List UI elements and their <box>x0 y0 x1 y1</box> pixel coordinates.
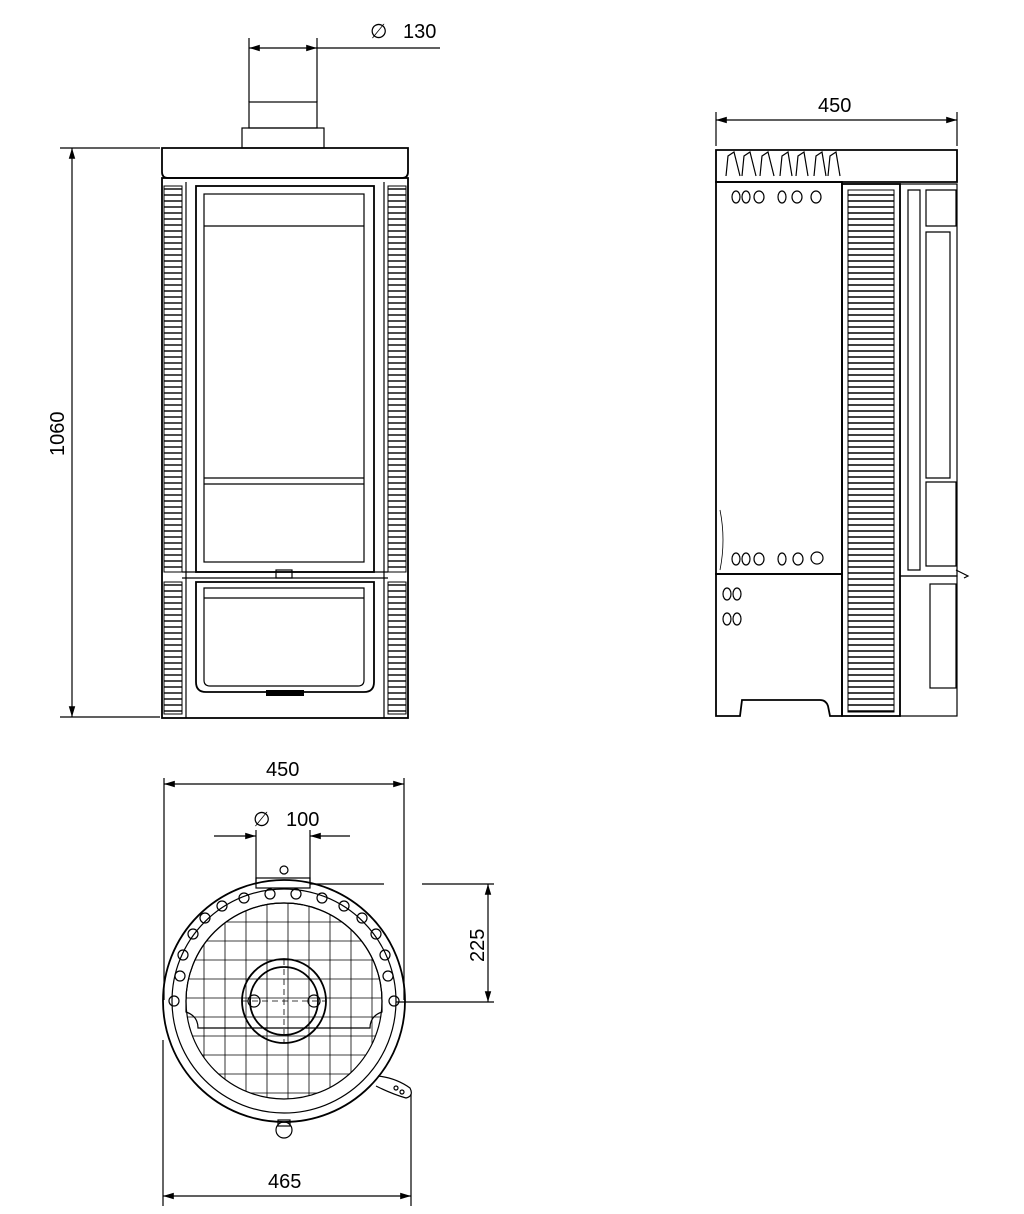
top-plate-front <box>161 147 409 179</box>
top-plate-side <box>715 149 958 183</box>
vent-ring <box>168 888 400 1007</box>
side-view: 450 <box>715 95 970 717</box>
diameter-symbol: ∅ <box>370 21 387 43</box>
top-width-label: 450 <box>266 759 299 781</box>
side-base <box>715 573 843 717</box>
flue-collar-front <box>241 127 325 149</box>
storage-door <box>195 581 375 693</box>
side-storage-door <box>899 575 958 717</box>
side-depth-label: 450 <box>818 95 851 117</box>
left-lower-rib-panel <box>163 581 183 715</box>
side-body-upper <box>715 181 843 575</box>
right-rib-panel <box>387 185 407 573</box>
top-width-dimension: 450 <box>163 759 405 1000</box>
front-view: ∅ 130 1060 <box>47 21 440 719</box>
flue-offset-label: 225 <box>467 929 489 962</box>
right-lower-rib-panel <box>387 581 407 715</box>
bottom-width-dimension: 465 <box>162 1040 412 1206</box>
side-depth-dimension: 450 <box>715 95 958 146</box>
flue-pipe-front <box>248 101 318 129</box>
fire-door-frame <box>195 185 375 573</box>
left-rib-panel <box>163 185 183 573</box>
height-label: 1060 <box>47 412 69 457</box>
flue-offset-dimension: 225 <box>310 883 494 1003</box>
bottom-width-label: 465 <box>268 1171 301 1193</box>
flue-diameter-dimension-top: ∅ 100 <box>214 809 350 884</box>
bottom-knob <box>275 1121 293 1139</box>
height-dimension: 1060 <box>47 147 160 718</box>
stove-body-front <box>161 177 409 719</box>
vent-holes-top <box>731 190 822 204</box>
vent-holes-base <box>722 587 742 626</box>
vent-holes-bottom <box>731 551 824 566</box>
flue-diameter-label: 130 <box>403 21 436 43</box>
brand-badge <box>266 690 304 696</box>
top-view: 450 ∅ 100 225 <box>162 759 494 1206</box>
flue-top-diameter-label: 100 <box>286 809 319 831</box>
diameter-symbol-top: ∅ <box>253 809 270 831</box>
fire-door-inner <box>203 193 365 563</box>
flue-diameter-dimension-front: ∅ 130 <box>248 21 440 102</box>
